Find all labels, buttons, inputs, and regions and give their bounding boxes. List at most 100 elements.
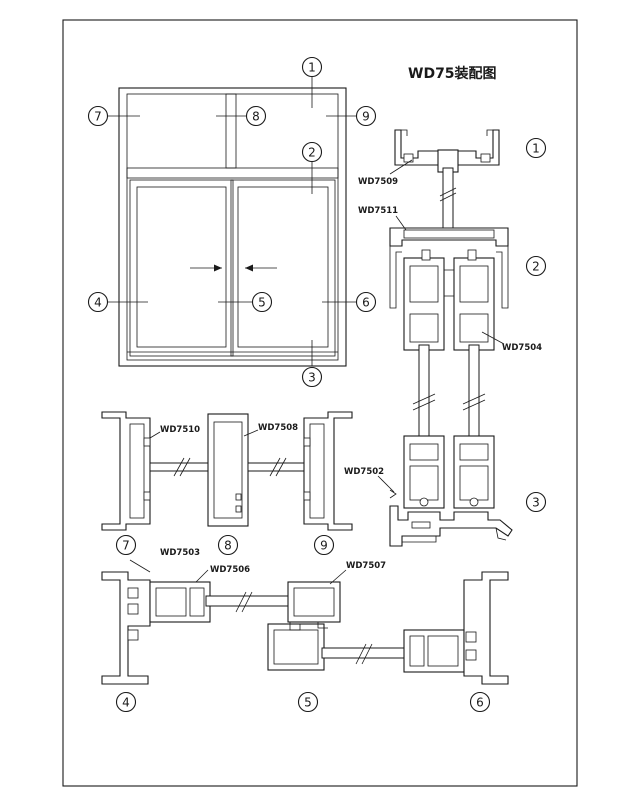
svg-text:7: 7 xyxy=(94,110,102,124)
wd7511-flange-right xyxy=(496,246,509,309)
break-mark-right xyxy=(462,393,486,411)
wd7506-right-glazing xyxy=(409,635,425,667)
svg-text:2: 2 xyxy=(532,260,540,274)
lower-sash-left-glazing xyxy=(409,443,439,461)
upper-seal-left xyxy=(421,249,431,261)
break-mark-4 xyxy=(235,591,253,613)
label-wd7502: WD7502 xyxy=(344,467,384,477)
break-mark-left xyxy=(412,393,436,411)
callout-7: 7 xyxy=(87,105,109,127)
wd7502-drain xyxy=(411,521,431,529)
wd7508-screw-a xyxy=(235,493,242,501)
svg-text:9: 9 xyxy=(320,539,328,553)
profile-wd7506-left xyxy=(149,581,211,623)
callout-7-section: 7 xyxy=(115,534,137,556)
interlock-hook xyxy=(289,622,328,631)
left-sash xyxy=(129,179,234,357)
wd7502-sill xyxy=(401,536,437,543)
wd7506-right-chamber xyxy=(427,635,459,667)
svg-text:5: 5 xyxy=(258,296,266,310)
upper-seal-right xyxy=(467,249,477,261)
wd7503-clip-c xyxy=(127,629,139,641)
svg-text:8: 8 xyxy=(252,110,260,124)
transom-bar xyxy=(126,167,339,179)
callout-5: 5 xyxy=(251,291,273,313)
upper-sash-right-inner xyxy=(459,265,489,303)
callout-3-section: 3 xyxy=(525,491,547,513)
roller-right xyxy=(469,497,479,507)
lower-sash-right-glazing xyxy=(459,443,489,461)
sash-glass-right xyxy=(468,344,480,446)
wd7507-upper-chamber xyxy=(293,587,335,617)
sheet-border xyxy=(62,19,578,787)
profile-wd7506-right xyxy=(403,629,465,673)
leader-wd7511 xyxy=(395,215,407,231)
svg-text:3: 3 xyxy=(308,371,316,385)
wd7508-chamber xyxy=(213,421,243,519)
wd7509-clip-right xyxy=(480,153,491,163)
callout-3: 3 xyxy=(301,366,323,388)
callout-4: 4 xyxy=(87,291,109,313)
svg-text:7: 7 xyxy=(122,539,130,553)
profile-wd7507-upper xyxy=(287,581,341,623)
callout-8: 8 xyxy=(245,105,267,127)
glass-left-top xyxy=(149,462,211,472)
profile-wd7502 xyxy=(389,505,513,547)
wd7509-hook-right xyxy=(486,129,493,136)
sash-glass-left xyxy=(418,344,430,446)
vertical-section xyxy=(389,129,513,547)
upper-sash-left-glazing xyxy=(409,313,439,343)
lower-horizontal-section xyxy=(101,571,509,685)
svg-text:1: 1 xyxy=(532,142,540,156)
callout-9-section: 9 xyxy=(313,534,335,556)
upper-sash-left xyxy=(403,257,445,351)
wd7511-flange-left xyxy=(389,246,402,309)
leader-wd7510 xyxy=(149,431,161,439)
wd7506-left-chamber xyxy=(155,587,187,617)
arrow-right-head xyxy=(245,264,253,272)
glass-lower-right xyxy=(321,647,407,659)
callout-8-section: 8 xyxy=(217,534,239,556)
callout-9: 9 xyxy=(355,105,377,127)
wd7509-clip-left xyxy=(403,153,414,163)
callout-1-section: 1 xyxy=(525,137,547,159)
label-wd7506: WD7506 xyxy=(210,565,250,575)
leader-wd7503 xyxy=(129,559,151,573)
leader-wd7507 xyxy=(329,569,347,585)
svg-text:1: 1 xyxy=(308,61,316,75)
leader-wd7504 xyxy=(481,331,505,345)
profile-wd7509 xyxy=(394,129,500,166)
label-wd7509: WD7509 xyxy=(358,177,398,187)
callout-2-section: 2 xyxy=(525,255,547,277)
svg-text:2: 2 xyxy=(308,146,316,160)
right-sash-glass xyxy=(237,186,329,348)
outer-frame xyxy=(118,87,347,367)
right-sash xyxy=(230,179,336,357)
svg-text:4: 4 xyxy=(122,696,130,710)
svg-text:4: 4 xyxy=(94,296,102,310)
callout-1: 1 xyxy=(301,56,323,78)
leader-wd7502 xyxy=(377,475,395,493)
profile-wd7511 xyxy=(389,227,509,247)
wd7510-right-clip-b xyxy=(303,491,311,501)
label-wd7508: WD7508 xyxy=(258,423,298,433)
glass-right-top xyxy=(247,462,305,472)
profile-wd7510-right xyxy=(303,411,353,531)
profile-wd7510-left xyxy=(101,411,151,531)
break-mark-6 xyxy=(355,643,373,665)
wd7502-hook xyxy=(389,489,397,499)
lower-sash-right xyxy=(453,435,495,509)
leader-wd7509 xyxy=(389,159,413,175)
break-mark-7 xyxy=(173,457,191,477)
callout-4-section: 4 xyxy=(115,691,137,713)
label-wd7510: WD7510 xyxy=(160,425,200,435)
wd7506-left-glazing xyxy=(189,587,205,617)
leader-wd7508 xyxy=(243,429,259,437)
callout-2: 2 xyxy=(301,141,323,163)
lower-sash-left xyxy=(403,435,445,509)
inner-frame xyxy=(126,93,339,361)
wd7503-clip-a xyxy=(127,587,139,599)
wd7502-outer-lip xyxy=(495,527,507,541)
callout-6-section: 6 xyxy=(469,691,491,713)
